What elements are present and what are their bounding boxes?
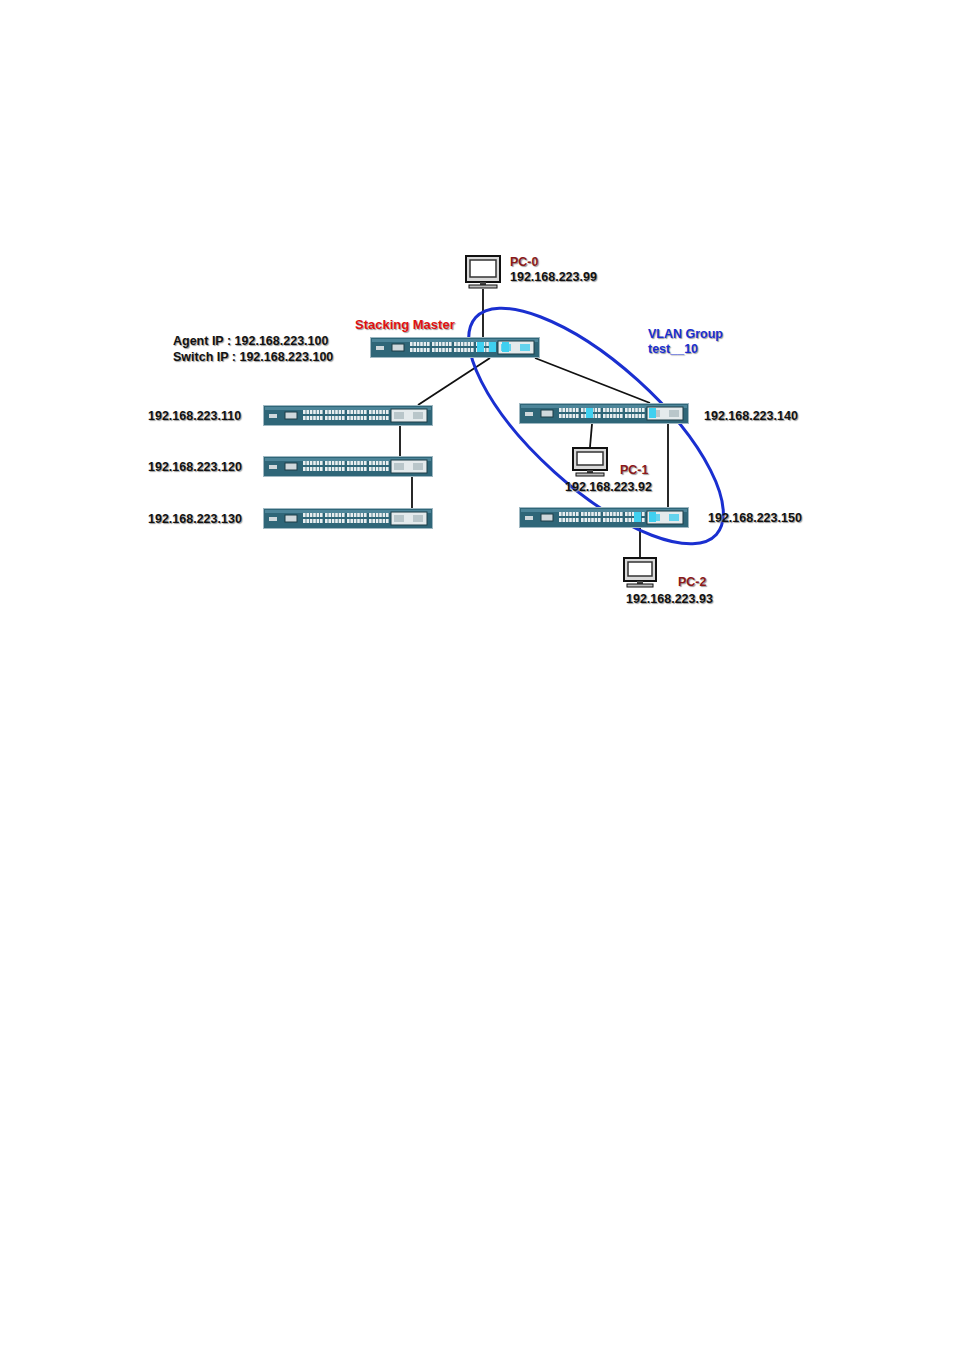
ip-label: 192.168.223.140 [704,409,798,424]
pc-icon [465,255,501,289]
switch-icon [370,337,540,358]
switch-node: 192.168.223.150 [519,507,689,528]
network-link [535,358,650,403]
ip-label: Switch IP : 192.168.223.100 [173,350,333,365]
ip-label: Agent IP : 192.168.223.100 [173,334,328,349]
pc-node: PC-2192.168.223.93 [623,557,657,588]
switch-node: Stacking MasterAgent IP : 192.168.223.10… [370,337,540,358]
switch-icon [263,456,433,477]
network-link [411,477,413,508]
ip-label: 192.168.223.150 [708,511,802,526]
pc-node: PC-1192.168.223.92 [572,447,608,477]
ip-label: 192.168.223.130 [148,512,242,527]
ip-label: 192.168.223.92 [565,480,652,495]
ip-label: 192.168.223.110 [148,409,241,424]
pc-icon [572,447,608,477]
switch-icon [263,405,433,426]
device-name: PC-1 [620,463,648,478]
network-link [399,426,401,456]
vlan-label: VLAN Group test__10 [648,327,732,357]
switch-icon [519,507,689,528]
ip-label: 192.168.223.99 [510,270,597,285]
network-link [639,528,641,557]
switch-icon [519,403,689,424]
network-link [590,424,592,447]
network-link [667,424,669,507]
network-link [418,358,490,405]
switch-node: 192.168.223.140 [519,403,689,424]
ip-label: 192.168.223.120 [148,460,242,475]
switch-node: 192.168.223.120 [263,456,433,477]
ip-label: 192.168.223.93 [626,592,713,607]
switch-icon [263,508,433,529]
pc-icon [623,557,657,588]
device-name: PC-2 [678,575,706,590]
switch-node: 192.168.223.130 [263,508,433,529]
device-name: Stacking Master [355,317,455,332]
vlan-ellipse [434,272,758,581]
device-name: PC-0 [510,255,538,270]
switch-node: 192.168.223.110 [263,405,433,426]
pc-node: PC-0192.168.223.99 [465,255,501,289]
